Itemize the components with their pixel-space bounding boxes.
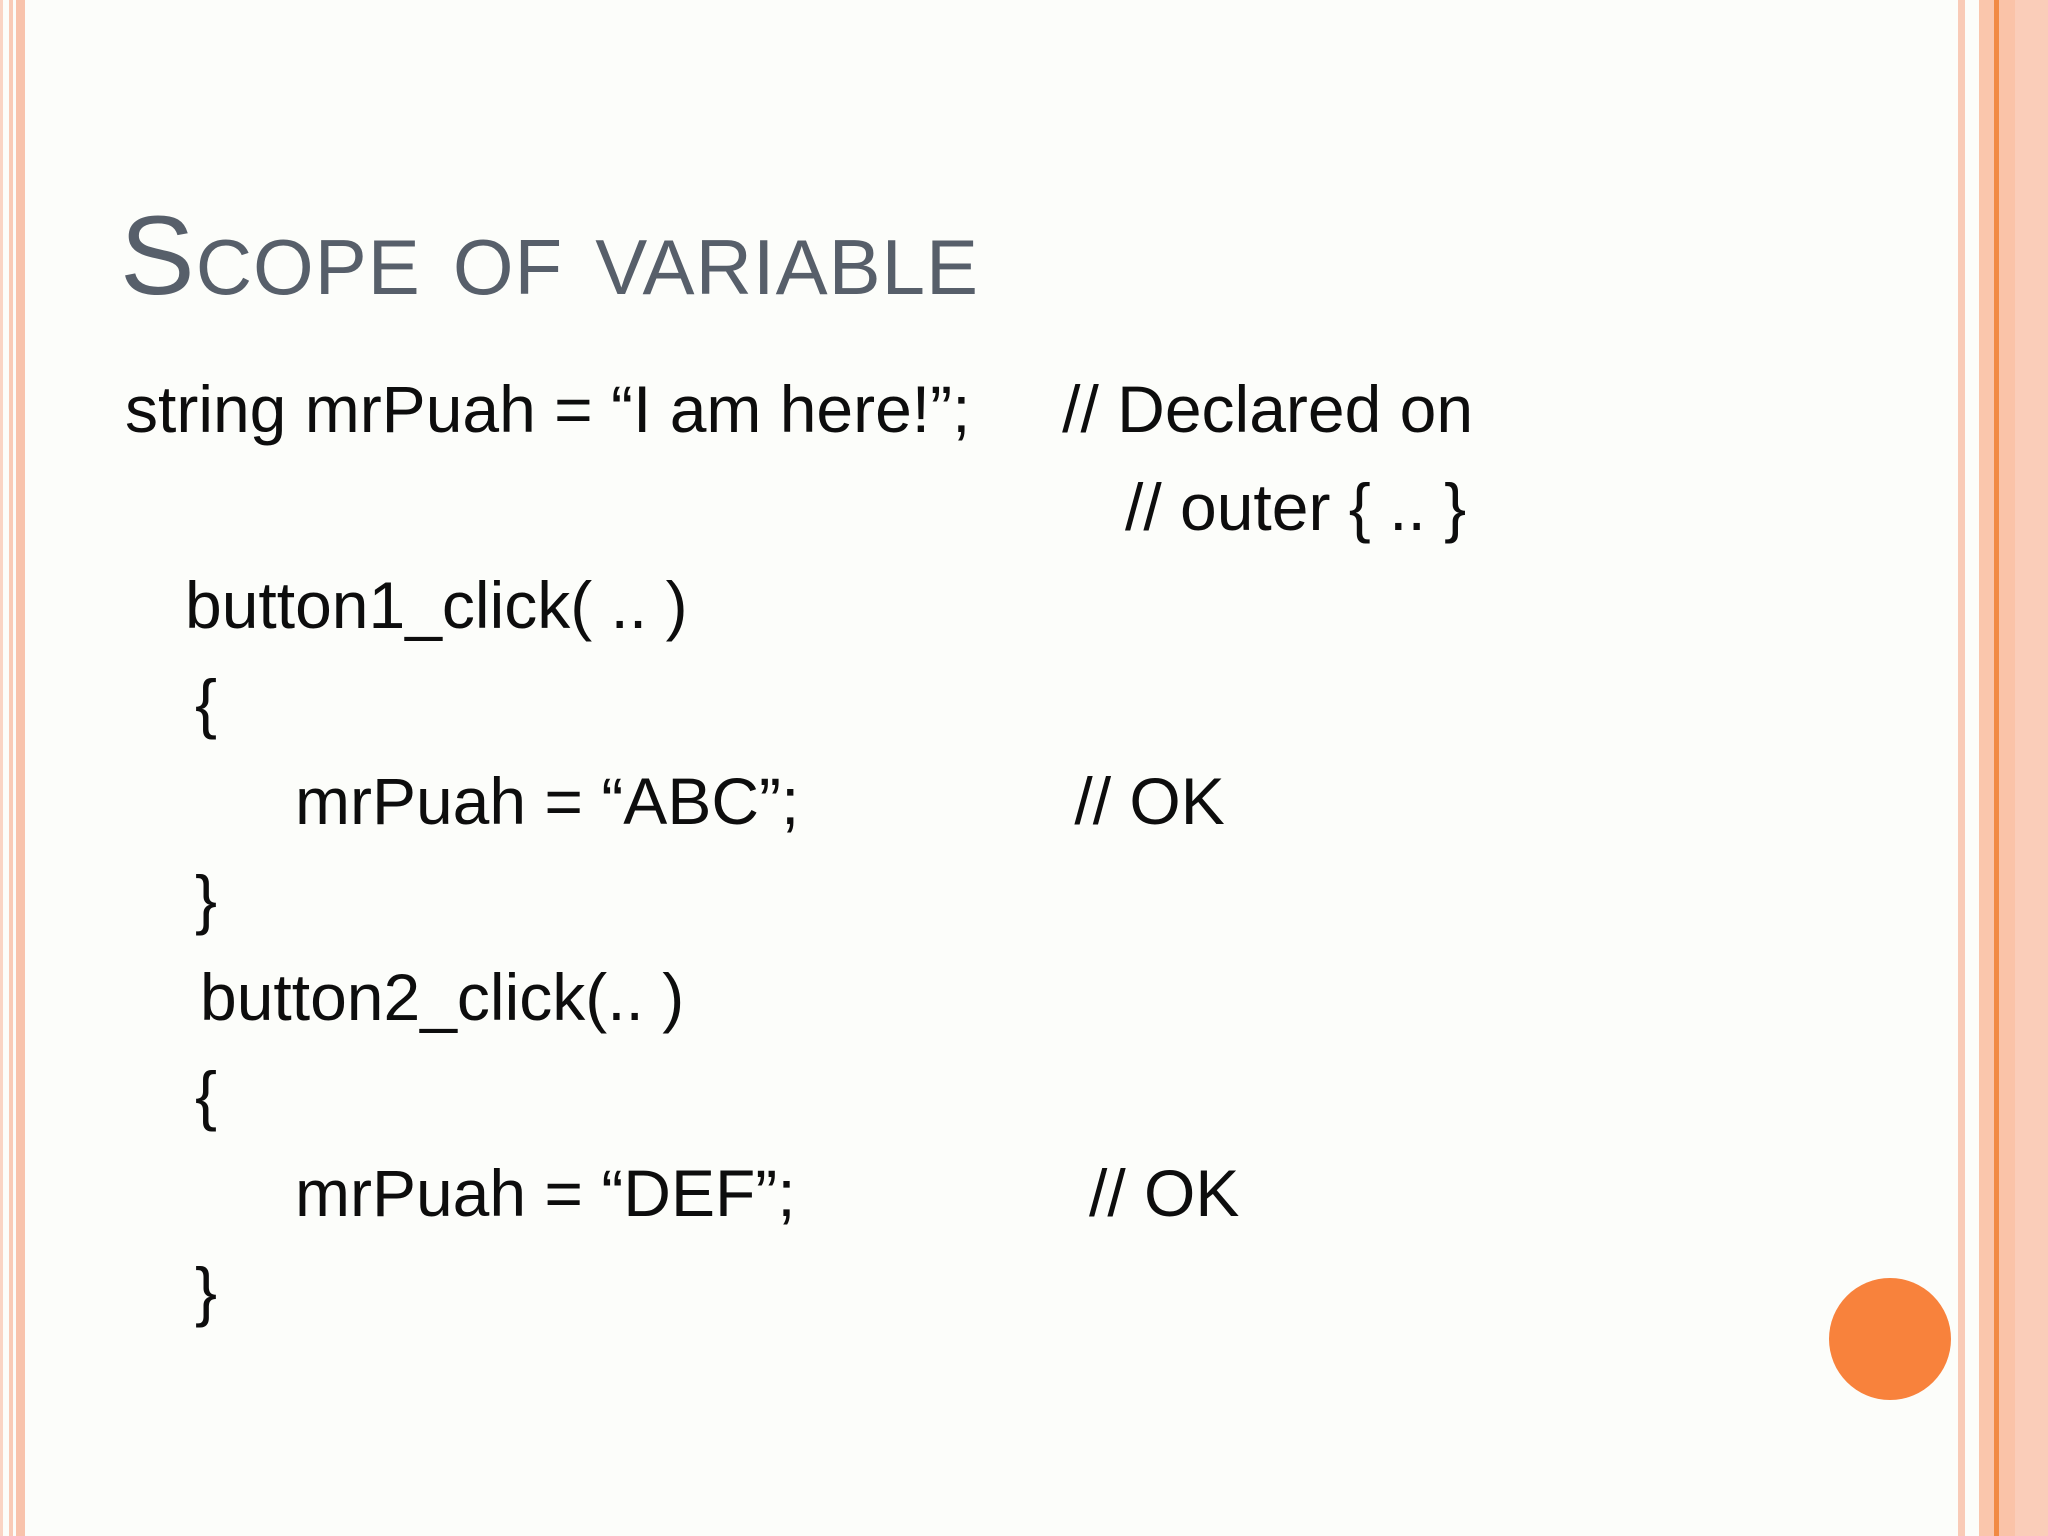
code-line: // outer { .. }: [1125, 470, 1467, 544]
orange-circle-decoration: [1829, 1278, 1951, 1400]
right-border-stripe: [2015, 0, 2048, 1536]
code-line: }: [195, 862, 218, 936]
code-line: mrPuah = “ABC”; // OK: [295, 764, 1225, 838]
code-line: mrPuah = “DEF”; // OK: [295, 1156, 1240, 1230]
code-line: button2_click(.. ): [200, 960, 685, 1034]
right-border-stripe: [1979, 0, 1994, 1536]
left-border-stripe: [0, 0, 3, 1536]
code-line: }: [195, 1254, 218, 1328]
code-block: string mrPuah = “I am here!”; // Declare…: [0, 360, 1958, 1340]
left-border-stripe: [9, 0, 13, 1536]
code-line: string mrPuah = “I am here!”; // Declare…: [125, 372, 1474, 446]
code-line: button1_click( .. ): [185, 568, 688, 642]
code-line: {: [195, 666, 218, 740]
slide-title: Scope of variable: [120, 193, 980, 318]
right-border-accent-stripe: [1994, 0, 1999, 1536]
right-border-stripe: [1958, 0, 1965, 1536]
right-border-stripe: [1999, 0, 2015, 1536]
left-border-stripe: [16, 0, 25, 1536]
code-line: {: [195, 1058, 218, 1132]
